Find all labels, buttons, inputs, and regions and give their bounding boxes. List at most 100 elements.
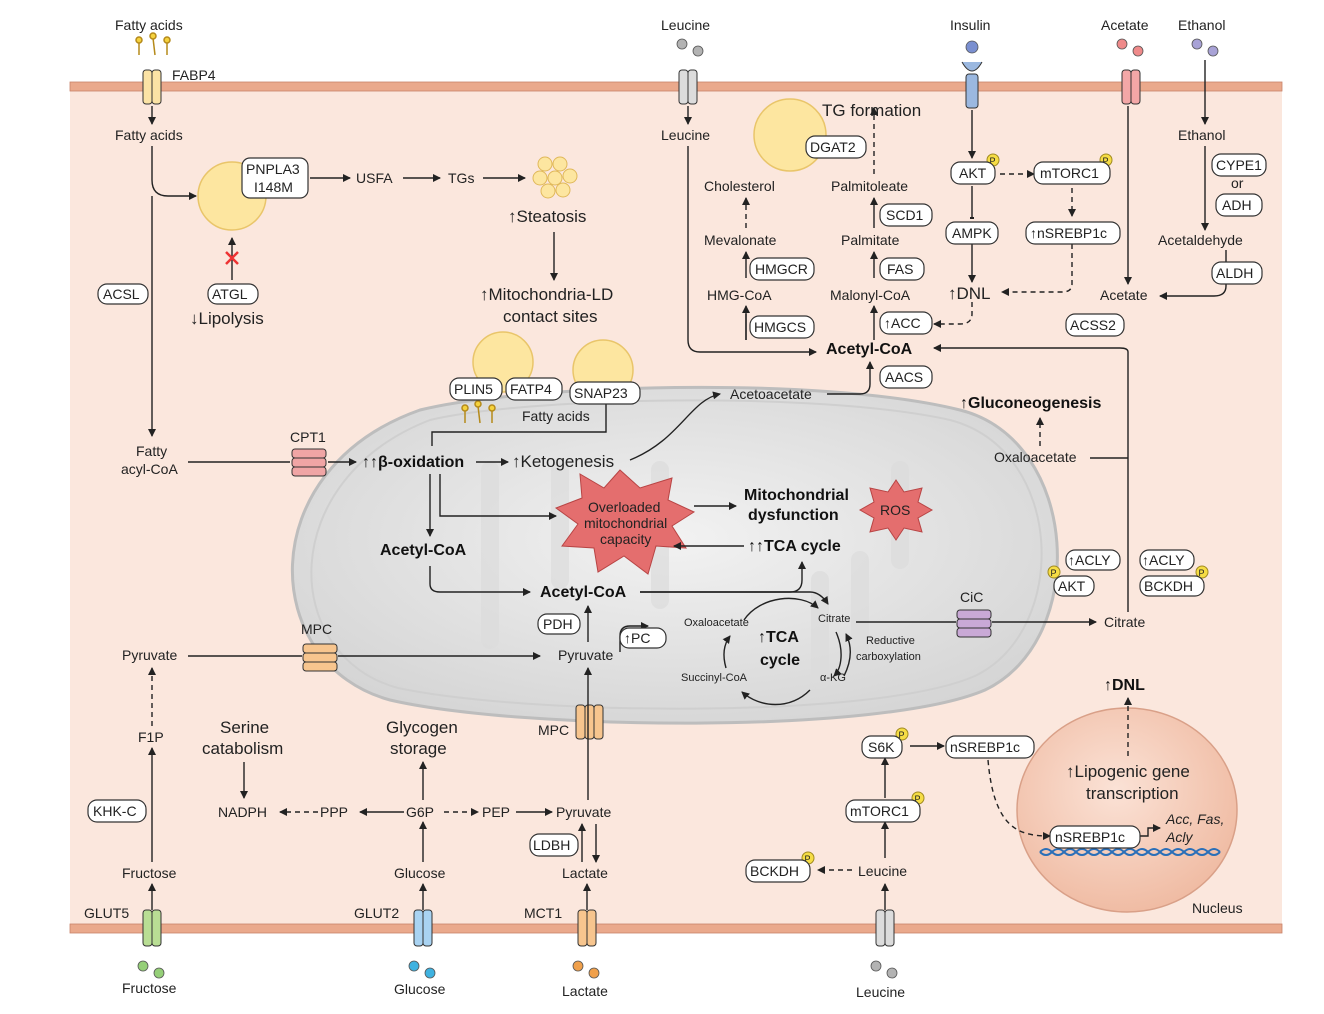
label-glut5: GLUT5 bbox=[84, 905, 129, 921]
label-ros: ROS bbox=[880, 502, 910, 518]
label-pyruvate-left: Pyruvate bbox=[122, 647, 177, 663]
label-genes-1: Acc, Fas, bbox=[1165, 811, 1224, 827]
labels-right-mid: ↑Gluconeogenesis Oxaloacetate ↑ACLY AKT … bbox=[960, 395, 1193, 630]
label-aacs: AACS bbox=[885, 369, 923, 385]
glut2-transporter bbox=[413, 909, 433, 947]
label-genes-2: Acly bbox=[1165, 829, 1193, 845]
label-or: or bbox=[1231, 175, 1244, 191]
nucleus bbox=[1016, 707, 1238, 913]
label-oxaloacetate-mito: Oxaloacetate bbox=[684, 617, 749, 629]
membrane-top bbox=[69, 81, 1283, 92]
enzyme-boxes bbox=[87, 135, 1267, 883]
label-acly-bckdh: ↑ACLY bbox=[1142, 552, 1185, 568]
label-plin5: PLIN5 bbox=[454, 381, 493, 397]
label-scd1: SCD1 bbox=[886, 207, 924, 223]
fatty-acid-molecules bbox=[135, 32, 171, 56]
label-glycogen-2: storage bbox=[390, 739, 447, 758]
ld-fatty-acid-molecules bbox=[461, 400, 496, 424]
label-beta-oxidation: ↑↑β-oxidation bbox=[362, 454, 464, 471]
label-overloaded-1: Overloaded bbox=[588, 499, 660, 515]
label-mito-dysfunction-2: dysfunction bbox=[748, 507, 839, 524]
label-pnpla3: PNPLA3 bbox=[246, 161, 300, 177]
phospho-markers: P P P P P P P bbox=[801, 153, 1209, 865]
label-glucose-out: Glucose bbox=[394, 981, 446, 997]
label-acly-akt: ↑ACLY bbox=[1068, 552, 1111, 568]
label-fatty-acyl-2: acyl-CoA bbox=[121, 461, 178, 477]
glut5-transporter bbox=[142, 909, 162, 947]
label-malonyl-coa: Malonyl-CoA bbox=[830, 287, 911, 303]
label-fructose-in: Fructose bbox=[122, 865, 177, 881]
label-ldbh: LDBH bbox=[533, 837, 570, 853]
lipid-droplet-dgat2 bbox=[753, 98, 827, 172]
label-pep: PEP bbox=[482, 804, 510, 820]
label-insulin: Insulin bbox=[950, 17, 990, 33]
lactate-dots bbox=[572, 960, 600, 979]
labels-dnl: Leucine TG formation DGAT2 Cholesterol P… bbox=[661, 101, 924, 402]
label-akt: AKT bbox=[959, 165, 987, 181]
leucine-dots-bottom bbox=[870, 960, 898, 979]
label-atgl: ATGL bbox=[212, 286, 248, 302]
label-acetaldehyde: Acetaldehyde bbox=[1158, 232, 1243, 248]
label-pyruvate-mito: Pyruvate bbox=[558, 647, 613, 663]
labels-nucleus: ↑DNL ↑Lipogenic gene transcription Acc, … bbox=[1055, 677, 1243, 916]
label-fabp4: FABP4 bbox=[172, 67, 216, 83]
label-nsrebp1c-nucleus: nSREBP1c bbox=[1055, 829, 1125, 845]
label-nucleus: Nucleus bbox=[1192, 900, 1243, 916]
label-oxaloacetate-cyto: Oxaloacetate bbox=[994, 449, 1077, 465]
label-leucine-out-bottom: Leucine bbox=[856, 984, 905, 1000]
label-dnl-nucleus: ↑DNL bbox=[1104, 677, 1145, 694]
label-overloaded-2: mitochondrial bbox=[584, 515, 667, 531]
label-mito-ld-2: contact sites bbox=[503, 307, 598, 326]
label-acetyl-coa-center: Acetyl-CoA bbox=[540, 584, 627, 601]
label-reductive-1: Reductive bbox=[866, 635, 915, 647]
labels-mito: ↑↑β-oxidation ↑Ketogenesis Overloaded mi… bbox=[301, 452, 983, 738]
label-s6k: S6K bbox=[868, 739, 895, 755]
label-ethanol-outside: Ethanol bbox=[1178, 17, 1225, 33]
label-serine-2: catabolism bbox=[202, 739, 283, 758]
label-acetyl-coa-top: Acetyl-CoA bbox=[826, 341, 913, 358]
label-bckdh-bottom: BCKDH bbox=[750, 863, 799, 879]
svg-text:P: P bbox=[990, 156, 996, 166]
label-i148m: I148M bbox=[254, 179, 293, 195]
label-pyruvate-cyto: Pyruvate bbox=[556, 804, 611, 820]
label-leucine-outside: Leucine bbox=[661, 17, 710, 33]
insulin-receptor bbox=[961, 61, 983, 109]
labels-ethanol: Ethanol CYPE1 or ADH Acetaldehyde ALDH A… bbox=[1070, 127, 1262, 333]
arrow-layer bbox=[148, 60, 1227, 910]
label-pdh: PDH bbox=[543, 616, 573, 632]
label-glycogen-1: Glycogen bbox=[386, 718, 458, 737]
labels-bottom: Pyruvate F1P KHK-C Fructose GLUT5 Fructo… bbox=[84, 647, 1020, 1000]
label-adh: ADH bbox=[1222, 197, 1252, 213]
label-mito-ld-1: ↑Mitochondria-LD bbox=[480, 285, 613, 304]
label-steatosis: ↑Steatosis bbox=[508, 207, 586, 226]
labels-left: Fatty acids PNPLA3 I148M USFA TGs ↑Steat… bbox=[103, 127, 628, 477]
label-lactate-in: Lactate bbox=[562, 865, 608, 881]
svg-text:P: P bbox=[805, 854, 811, 864]
fructose-dots bbox=[137, 960, 165, 979]
overloaded-capacity-star bbox=[554, 469, 696, 575]
label-acetate-in: Acetate bbox=[1100, 287, 1148, 303]
label-dgat2: DGAT2 bbox=[810, 139, 856, 155]
svg-text:P: P bbox=[1051, 568, 1057, 578]
label-snap23: SNAP23 bbox=[574, 385, 628, 401]
label-mpc-bottom: MPC bbox=[538, 722, 569, 738]
label-bckdh-mid: BCKDH bbox=[1144, 578, 1193, 594]
svg-text:P: P bbox=[915, 794, 921, 804]
ethanol-dots bbox=[1191, 38, 1219, 57]
label-lipogenic-2: transcription bbox=[1086, 784, 1179, 803]
label-gluconeogenesis: ↑Gluconeogenesis bbox=[960, 395, 1101, 412]
ros-star bbox=[858, 479, 934, 541]
label-mevalonate: Mevalonate bbox=[704, 232, 777, 248]
label-acetate-outside: Acetate bbox=[1101, 17, 1149, 33]
label-leucine-in-bottom: Leucine bbox=[858, 863, 907, 879]
insulin-dot bbox=[965, 40, 979, 54]
label-overloaded-3: capacity bbox=[600, 531, 651, 547]
label-glucose-in: Glucose bbox=[394, 865, 446, 881]
label-ketogenesis: ↑Ketogenesis bbox=[512, 452, 614, 471]
label-nadph: NADPH bbox=[218, 804, 267, 820]
label-hmgcs: HMGCS bbox=[754, 319, 806, 335]
labels-top: Fatty acids FABP4 Leucine Insulin Acetat… bbox=[115, 17, 1225, 83]
label-akg: α-KG bbox=[820, 672, 846, 684]
label-nsrebp1c-cyto: nSREBP1c bbox=[950, 739, 1020, 755]
label-hmg-coa: HMG-CoA bbox=[707, 287, 772, 303]
